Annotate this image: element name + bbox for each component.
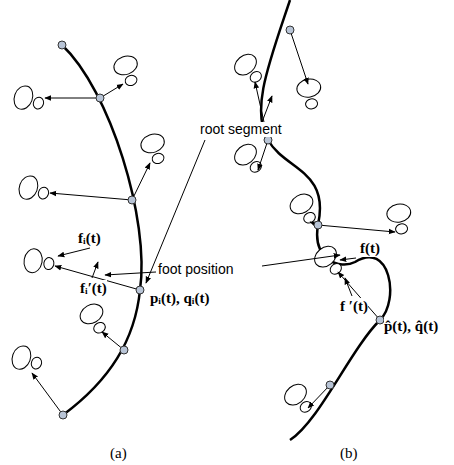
- panel-label: (a): [110, 445, 127, 462]
- vector-label: f(t): [360, 240, 380, 257]
- vector-label: fᵢ(t): [78, 230, 101, 247]
- callout-label: root segment: [200, 122, 282, 137]
- vector-label: p̂(t), q̂(t): [384, 318, 438, 335]
- vector-label: fᵢ′(t): [80, 280, 107, 297]
- panel-label: (b): [340, 445, 358, 462]
- vector-label: f ′(t): [340, 298, 368, 315]
- callout-label: foot position: [158, 262, 234, 277]
- vector-label: pᵢ(t), qᵢ(t): [150, 290, 209, 307]
